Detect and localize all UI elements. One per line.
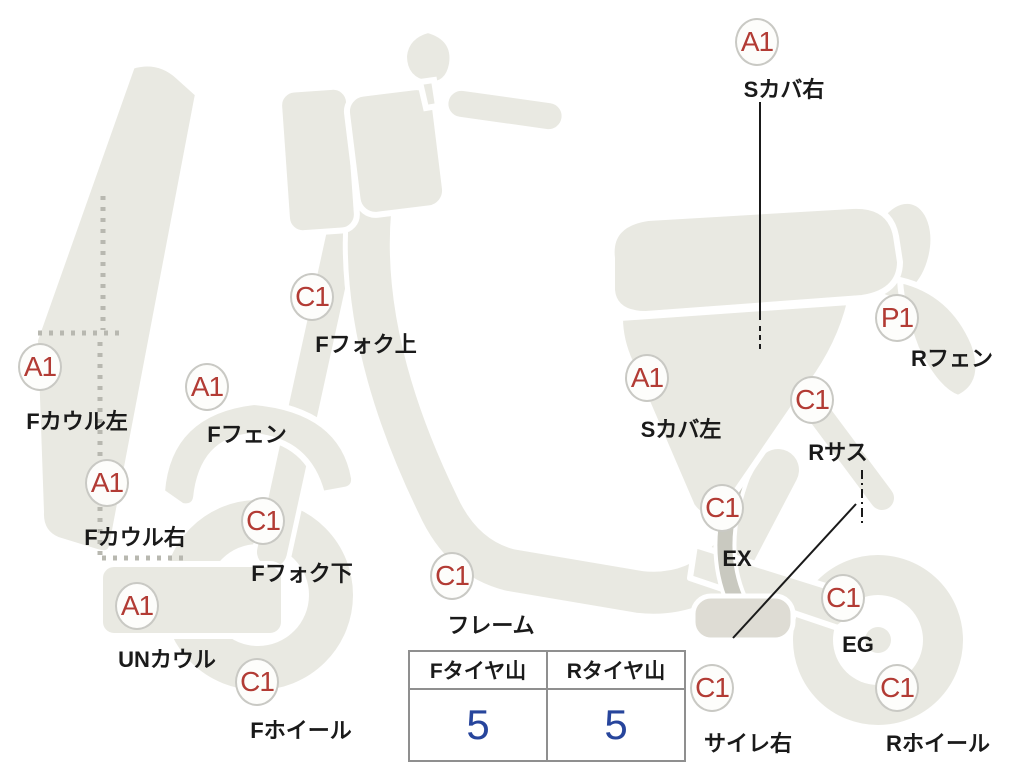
part-label: Sカバ左 [640, 417, 722, 442]
rear-tire-tread-header: Rタイヤ山 [546, 650, 686, 690]
muffler-body [690, 593, 796, 643]
grade-badge: A1 [18, 343, 62, 391]
part-label: Fカウル左 [26, 409, 128, 434]
grade-badge: A1 [115, 582, 159, 630]
part-label: UNカウル [118, 647, 216, 672]
part-label: EX [722, 546, 752, 571]
panel-seam-dotted-lines [38, 196, 188, 561]
grade-badge: C1 [290, 273, 334, 321]
part-label: Rフェン [911, 346, 993, 371]
mirror [400, 26, 456, 88]
rear-fender [897, 277, 982, 401]
grade-badge: C1 [690, 664, 734, 712]
grade-badge: C1 [430, 552, 474, 600]
grade-badge: C1 [700, 484, 744, 532]
part-label: Rサス [808, 440, 868, 465]
part-label: フレーム [447, 613, 535, 638]
part-label: Rホイール [886, 731, 990, 756]
rear-body [608, 197, 982, 520]
handlebar-assembly [276, 26, 568, 237]
grade-badge: C1 [875, 664, 919, 712]
front-cowl [32, 60, 201, 557]
grade-badge: A1 [185, 363, 229, 411]
part-label: Fフォク上 [315, 332, 417, 357]
front-tire-tread-value: 5 [408, 688, 548, 762]
grade-badge: C1 [790, 376, 834, 424]
part-label: Fホイール [250, 718, 352, 743]
front-tire-tread-header: Fタイヤ山 [408, 650, 548, 690]
part-label: Sカバ右 [743, 77, 825, 102]
part-label: Fフォク下 [251, 561, 353, 586]
front-fender [159, 399, 358, 510]
rear-tire-tread-value: 5 [546, 688, 686, 762]
frame-tube [342, 149, 804, 619]
part-label: Fカウル右 [84, 525, 186, 550]
part-label: EG [842, 632, 874, 657]
grade-badge: P1 [875, 294, 919, 342]
grade-badge: A1 [625, 354, 669, 402]
part-label: サイレ右 [703, 731, 793, 756]
seat [608, 202, 903, 317]
grade-badge: A1 [735, 18, 779, 66]
part-label: Fフェン [207, 422, 287, 447]
tire-depth-table: Fタイヤ山 Rタイヤ山 5 5 [408, 650, 686, 762]
leader-lines [732, 102, 863, 639]
grade-badge: C1 [821, 574, 865, 622]
grade-badge: A1 [85, 459, 129, 507]
grade-badge: C1 [241, 497, 285, 545]
front-fork [252, 185, 368, 572]
grade-badge: C1 [235, 658, 279, 706]
